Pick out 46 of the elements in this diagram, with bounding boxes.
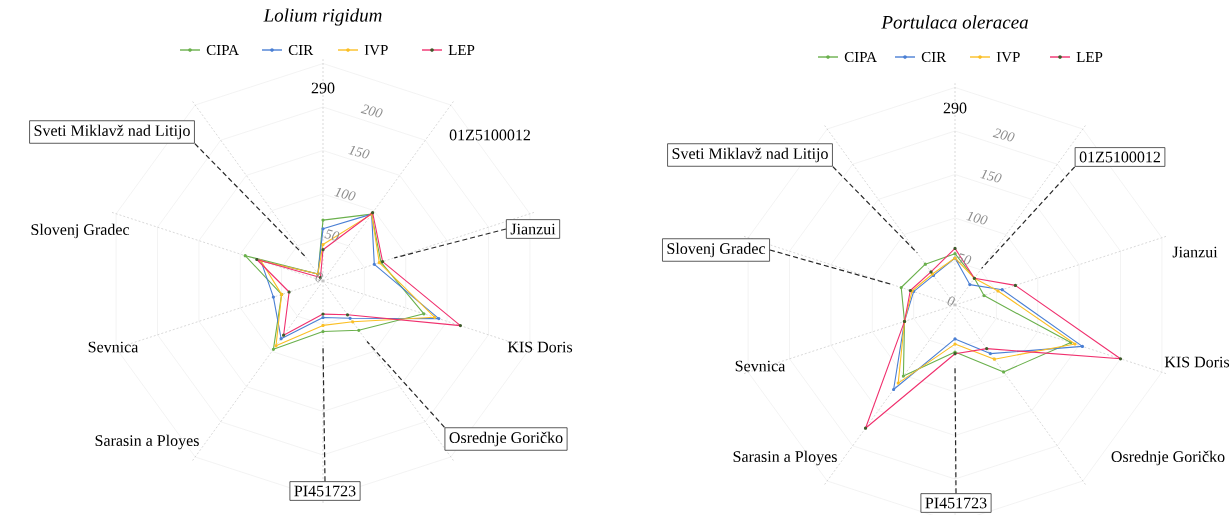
- chart-title: Lolium rigidum: [263, 8, 382, 26]
- tick-label: 200: [360, 104, 383, 118]
- axis-label: 290: [311, 82, 335, 94]
- axis-label: Osrednje Goričko: [1111, 450, 1225, 466]
- label-box: PI451723: [920, 493, 992, 513]
- axis-label: 290: [943, 102, 967, 114]
- leader-line: [981, 166, 1076, 269]
- tick-label: 150: [348, 146, 370, 159]
- axis-label: Sarasin a Ployes: [95, 434, 199, 450]
- tick-label: 150: [980, 170, 1002, 183]
- label-box: Jianzui: [505, 219, 561, 239]
- label-box: 01Z5100012: [1074, 147, 1166, 167]
- axis-label: Sevnica: [735, 360, 786, 372]
- label-box: Slovenj Gradec: [662, 238, 770, 262]
- tick-label: 100: [334, 188, 356, 201]
- tick-label: 50: [956, 253, 972, 265]
- legend-label: IVP: [996, 52, 1020, 62]
- legend-label: LEP: [1076, 52, 1103, 62]
- legend-label: IVP: [364, 45, 388, 55]
- tick-label: 100: [966, 212, 988, 225]
- leader-line: [366, 340, 446, 428]
- tick-label: 0: [315, 272, 323, 282]
- label-box: Sveti Miklavž nad Litijo: [29, 120, 195, 144]
- leader-line: [769, 249, 892, 285]
- legend-label: CIR: [921, 51, 947, 63]
- legend-label: CIR: [288, 44, 314, 56]
- axis-label: Jianzui: [1172, 246, 1218, 258]
- axis-label: Slovenj Gradec: [31, 223, 130, 239]
- leader-line: [393, 228, 507, 259]
- label-box: Sveti Miklavž nad Litijo: [667, 143, 833, 167]
- axis-label: KIS Doris: [1164, 356, 1230, 368]
- tick-label: 50: [324, 229, 340, 241]
- legend-label: LEP: [448, 45, 475, 55]
- leader-line: [194, 143, 306, 257]
- leader-line: [832, 166, 918, 254]
- label-box: Osrednje Goričko: [444, 427, 568, 451]
- axis-label: 01Z5100012: [449, 129, 530, 141]
- legend-label: CIPA: [844, 51, 877, 63]
- axis-label: Sarasin a Ployes: [733, 450, 837, 466]
- chart-title: Portulaca oleracea: [881, 15, 1028, 29]
- label-box: PI451723: [289, 481, 361, 501]
- legend-label: CIPA: [206, 44, 239, 56]
- tick-label: 0: [947, 296, 955, 306]
- tick-label: 200: [992, 128, 1015, 142]
- axis-label: Sevnica: [88, 341, 139, 353]
- axis-label: KIS Doris: [507, 341, 573, 353]
